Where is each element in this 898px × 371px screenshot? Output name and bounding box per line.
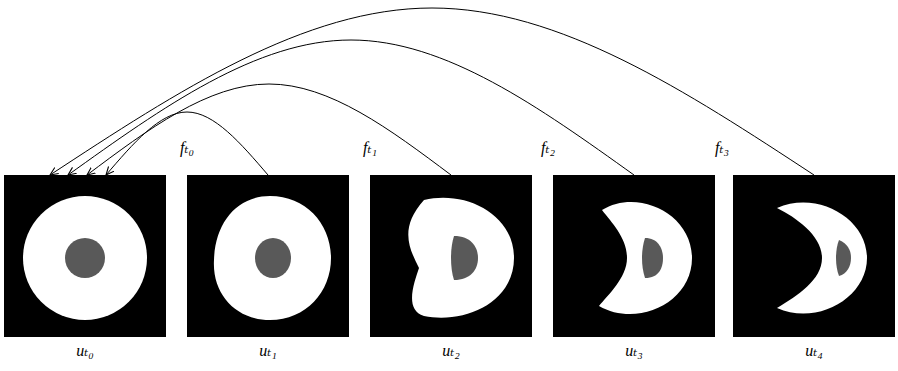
panel-ground	[4, 175, 166, 337]
image-frame: uₜ₄	[733, 175, 895, 360]
panel-ground	[733, 175, 895, 337]
image-frame: uₜ₃	[553, 175, 715, 360]
frame-label: uₜ₃	[553, 337, 715, 360]
image-panel	[733, 175, 895, 337]
white-region	[599, 202, 692, 314]
frame-label: uₜ₄	[733, 337, 895, 360]
grey-region	[642, 238, 663, 278]
map-label: fₜ₂	[539, 138, 557, 157]
frame-label: uₜ₂	[370, 337, 532, 360]
mapping-arc	[68, 40, 634, 175]
grey-region	[65, 238, 105, 278]
image-frame: uₜ₀	[4, 175, 166, 360]
grey-region	[451, 236, 478, 280]
panel-ground	[187, 175, 349, 337]
map-label: fₜ₃	[713, 138, 731, 157]
image-panel	[370, 175, 532, 337]
white-region	[214, 196, 331, 320]
image-panel	[187, 175, 349, 337]
frame-label: uₜ₀	[4, 337, 166, 360]
panel-ground	[553, 175, 715, 337]
frame-label: uₜ₁	[187, 337, 349, 360]
white-region	[777, 202, 867, 313]
map-label: fₜ₀	[178, 138, 196, 157]
white-region	[408, 198, 514, 318]
mapping-arc	[87, 84, 451, 175]
image-frame: uₜ₂	[370, 175, 532, 360]
image-frame: uₜ₁	[187, 175, 349, 360]
map-label: fₜ₁	[361, 138, 379, 157]
grey-region	[255, 238, 291, 278]
white-region	[23, 196, 147, 320]
image-panel	[553, 175, 715, 337]
image-panel	[4, 175, 166, 337]
grey-region	[836, 240, 851, 276]
panel-ground	[370, 175, 532, 337]
mapping-arc	[50, 8, 814, 175]
